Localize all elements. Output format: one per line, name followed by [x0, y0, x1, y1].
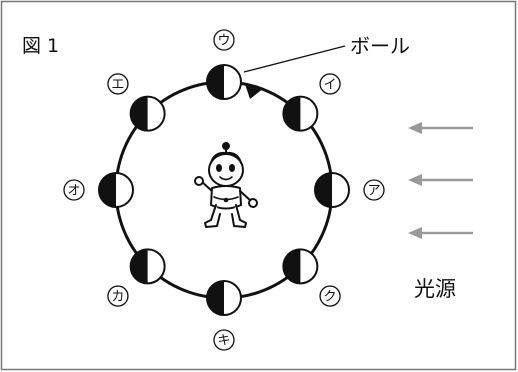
position-marker-label: イ: [324, 77, 337, 92]
light-arrow: [408, 122, 473, 134]
position-marker-label: ウ: [217, 34, 230, 49]
person-figure: [194, 142, 258, 228]
position-marker-label: キ: [217, 334, 230, 349]
position-marker: ウ: [213, 29, 235, 51]
position-marker-label: エ: [111, 77, 124, 92]
ball: [206, 280, 242, 316]
position-marker-label: カ: [111, 290, 124, 305]
position-marker-label: オ: [67, 184, 80, 199]
position-marker: ア: [363, 179, 385, 201]
ball: [129, 248, 166, 285]
position-marker: イ: [319, 73, 341, 95]
position-marker: ク: [319, 285, 341, 307]
ball: [129, 95, 166, 132]
ball: [282, 248, 319, 285]
position-marker: カ: [107, 285, 129, 307]
position-marker-label: ク: [324, 290, 337, 305]
light-source-label: 光源: [414, 277, 456, 301]
ball: [98, 172, 134, 208]
figure-label: 図 1: [22, 35, 59, 57]
orbit-direction-arrowhead: [245, 84, 264, 99]
light-arrow: [408, 227, 473, 239]
position-marker: エ: [107, 73, 129, 95]
position-marker: オ: [63, 179, 85, 201]
ball: [314, 172, 350, 208]
ball: [282, 95, 319, 132]
position-marker: キ: [213, 329, 235, 351]
position-marker-label: ア: [367, 184, 380, 199]
ball-label: ボール: [350, 34, 410, 58]
ball-leader-line: [243, 45, 346, 73]
ball: [206, 64, 242, 100]
light-arrow: [408, 174, 473, 186]
